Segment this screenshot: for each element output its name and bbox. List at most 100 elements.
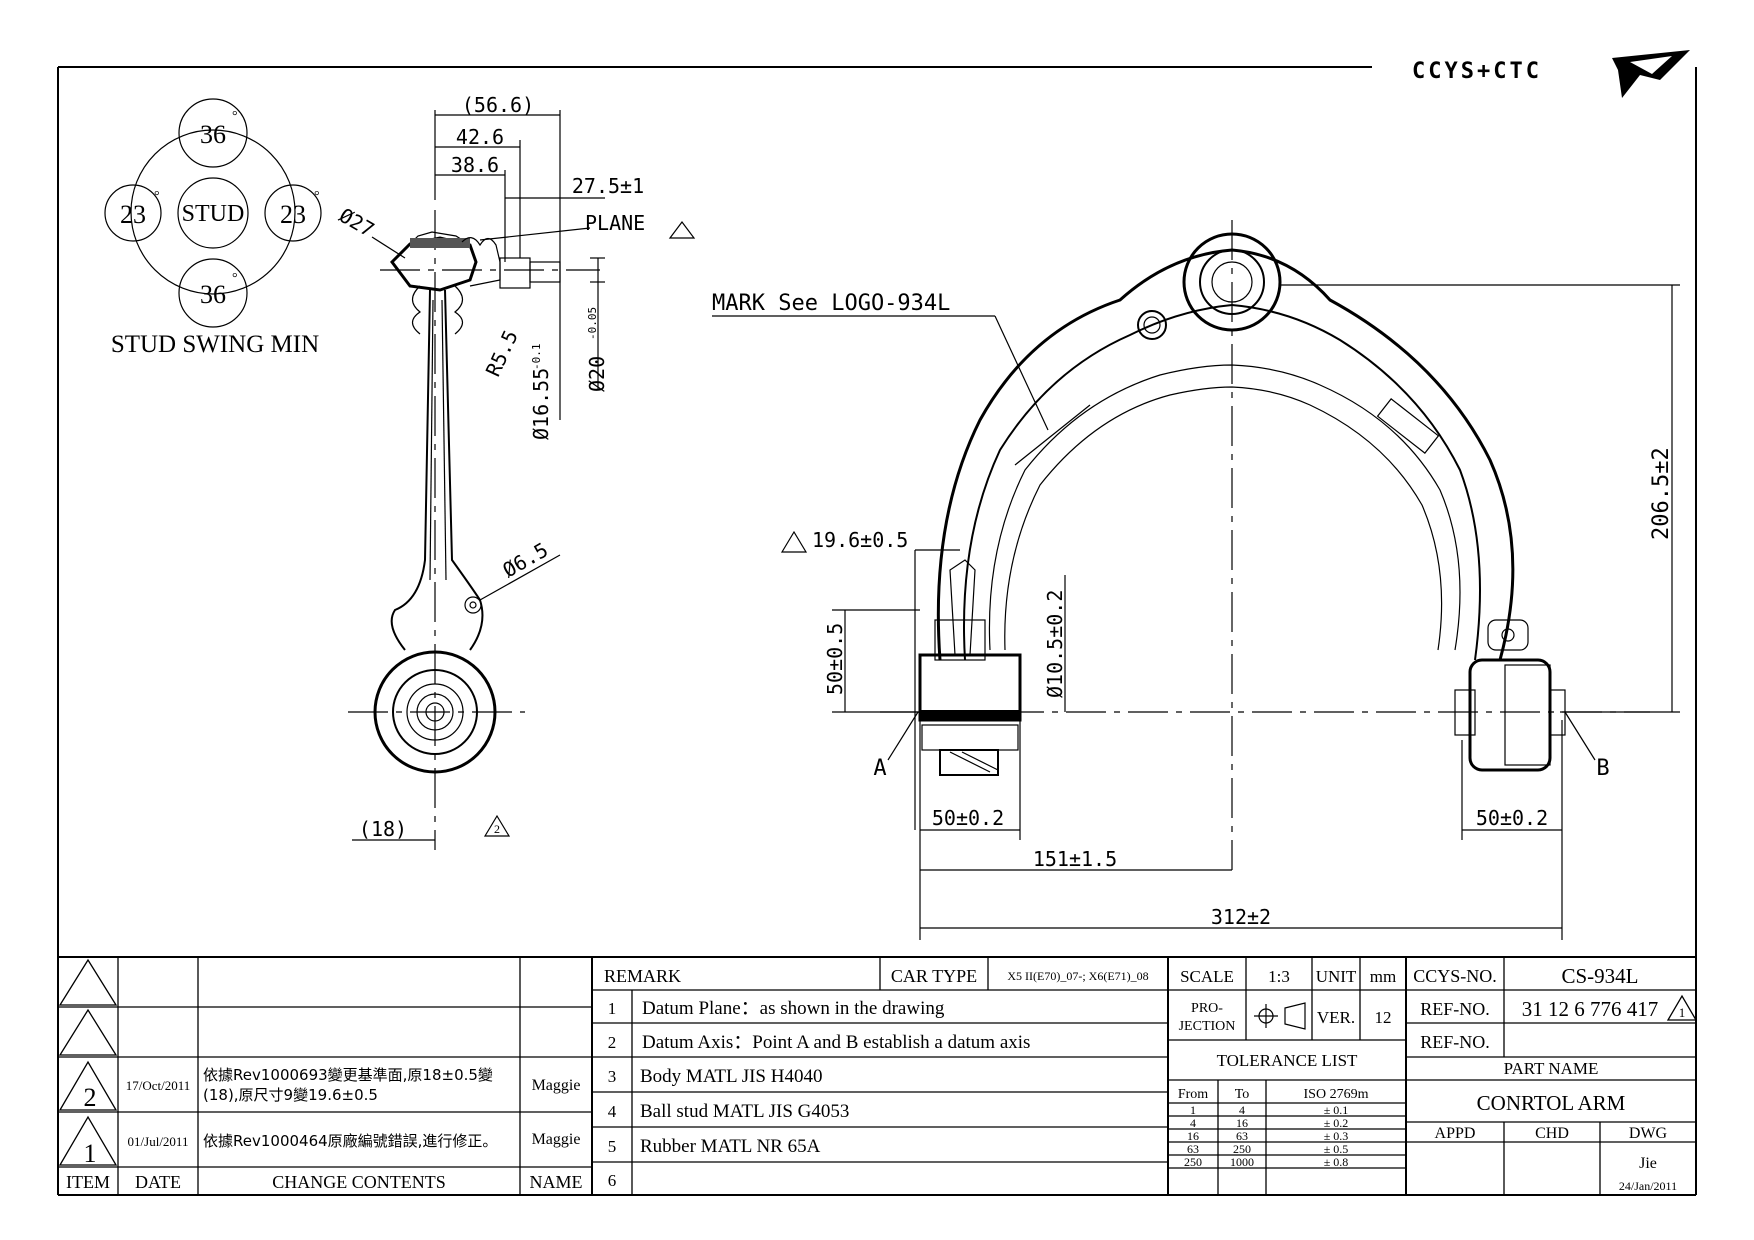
ccys-label: CCYS-NO. (1413, 966, 1497, 986)
projection-label-l1: PRO- (1191, 1001, 1223, 1016)
tol-value: ± 0.5 (1324, 1142, 1349, 1156)
unit-label: UNIT (1316, 967, 1357, 986)
ref2-label: REF-NO. (1420, 1032, 1490, 1052)
dia-27: Ø27 (335, 203, 378, 242)
rev-date-2: 17/Oct/2011 (126, 1078, 191, 1093)
tol-to: 16 (1236, 1116, 1248, 1130)
mark-note: MARK See LOGO-934L (712, 291, 950, 316)
rev1-triangle-icon (1666, 994, 1698, 1021)
deg-mark: ° (232, 109, 238, 124)
projection-label-l2: JECTION (1179, 1019, 1236, 1034)
swing-right-value: 23 (280, 200, 306, 229)
swing-top-value: 36 (200, 120, 226, 149)
projection-symbol-icon (1254, 1002, 1306, 1030)
point-a: A (873, 756, 886, 781)
side-view: (56.6) 42.6 38.6 27.5±1 PLANE Ø27 Ø20 -0… (335, 93, 696, 850)
tol-to: 4 (1239, 1103, 1245, 1117)
dwg-name: Jie (1639, 1155, 1657, 1172)
dia-16-55: Ø16.55 (529, 368, 553, 440)
stud-swing-title: STUD SWING MIN (111, 331, 319, 358)
deg-mark: ° (232, 271, 238, 286)
scale-value: 1:3 (1268, 967, 1290, 986)
tol-value: ± 0.3 (1324, 1129, 1349, 1143)
chd-label: CHD (1535, 1125, 1569, 1142)
rev2-triangle-icon (780, 530, 808, 553)
ccys-no: CS-934L (1561, 964, 1638, 988)
dwg-date: 24/Jan/2011 (1619, 1179, 1677, 1193)
point-b: B (1596, 756, 1609, 781)
deg-mark: ° (154, 189, 160, 204)
tol-from: 16 (1187, 1129, 1199, 1143)
tol-header-to: To (1235, 1087, 1250, 1102)
rev-date-1: 01/Jul/2011 (128, 1134, 189, 1149)
remark-text-2: Datum Axis：Point A and B establish a dat… (642, 1032, 1030, 1053)
rev-name-2: Maggie (532, 1077, 581, 1094)
dia-16-55-tol: -0.1 (530, 344, 543, 371)
dim-151: 151±1.5 (1033, 847, 1117, 871)
rev-header-date: DATE (135, 1172, 181, 1192)
rev-header-contents: CHANGE CONTENTS (272, 1172, 446, 1192)
title-block: 2 1 17/Oct/2011 01/Jul/2011 依據Rev1000693… (58, 956, 1698, 1195)
rev-contents-2-line1: 依據Rev1000693變更基準面,原18±0.5變 (203, 1066, 493, 1084)
logo-text: CCYS+CTC (1412, 59, 1542, 84)
car-type-value: X5 II(E70)_07-; X6(E71)_08 (1007, 969, 1148, 983)
rev2-triangle-icon (668, 221, 696, 239)
r-5-5: R5.5 (481, 326, 523, 380)
scale-label: SCALE (1180, 967, 1234, 986)
tol-to: 63 (1236, 1129, 1248, 1143)
tol-header-iso: ISO 2769m (1304, 1087, 1369, 1102)
remark-text-4: Ball stud MATL JIS G4053 (640, 1101, 849, 1122)
front-view: MARK See LOGO-934L 19.6±0.5 206.5±2 50±0… (712, 220, 1680, 940)
part-name-label: PART NAME (1504, 1059, 1599, 1078)
deg-mark: ° (314, 189, 320, 204)
remark-header: REMARK (604, 966, 681, 986)
tol-from: 1 (1190, 1103, 1196, 1117)
tol-to: 1000 (1230, 1155, 1254, 1169)
remark-text-5: Rubber MATL NR 65A (640, 1136, 821, 1157)
tolerance-rows: 1 4 ± 0.1 4 16 ± 0.2 16 63 ± 0.3 63 250 … (1184, 1103, 1348, 1169)
rev-header-item: ITEM (66, 1172, 110, 1192)
stud-swing-diagram: STUD 36 36 23 23 ° ° ° ° STUD SWING MIN (104, 98, 322, 358)
ver-value: 12 (1375, 1008, 1392, 1027)
logo-wing-icon (1612, 50, 1690, 98)
dim-42-6: 42.6 (456, 125, 504, 149)
remark-no-6: 6 (608, 1171, 617, 1190)
swing-bottom-value: 36 (200, 280, 226, 309)
rev-name-1: Maggie (532, 1131, 581, 1148)
tol-from: 63 (1187, 1142, 1199, 1156)
dia-20: Ø20 (585, 356, 609, 392)
rev-item-2: 2 (84, 1083, 97, 1112)
dim-50-0-5: 50±0.5 (823, 623, 847, 695)
tol-from: 4 (1190, 1116, 1196, 1130)
part-name: CONRTOL ARM (1477, 1091, 1626, 1115)
dim-56-6: (56.6) (462, 93, 534, 117)
tol-value: ± 0.8 (1324, 1155, 1349, 1169)
rev-header-name: NAME (530, 1172, 583, 1192)
tol-from: 250 (1184, 1155, 1202, 1169)
ref-no: 31 12 6 776 417 (1522, 997, 1659, 1021)
dia-20-tol: -0.05 (586, 307, 599, 340)
company-logo: CCYS+CTC (1412, 50, 1690, 98)
ref-label: REF-NO. (1420, 999, 1490, 1019)
ver-label: VER. (1317, 1008, 1355, 1027)
dim-312: 312±2 (1211, 905, 1271, 929)
remark-text-3: Body MATL JIS H4040 (640, 1066, 822, 1087)
swing-left-value: 23 (120, 200, 146, 229)
remark-no-4: 4 (608, 1102, 617, 1121)
remark-no-2: 2 (608, 1033, 617, 1052)
stud-label: STUD (182, 201, 245, 227)
rev2-mark: 2 (494, 822, 500, 836)
dim-50-0-2-left: 50±0.2 (932, 806, 1004, 830)
ref-rev-mark: 1 (1679, 1005, 1686, 1020)
dim-50-0-2-right: 50±0.2 (1476, 806, 1548, 830)
sheet-border (57, 66, 1697, 1196)
dia-6-5: Ø6.5 (499, 537, 553, 582)
plane-label: PLANE (585, 211, 645, 235)
tolerance-title: TOLERANCE LIST (1217, 1051, 1358, 1070)
dim-27-5: 27.5±1 (572, 174, 644, 198)
unit-value: mm (1370, 967, 1396, 986)
tol-value: ± 0.2 (1324, 1116, 1349, 1130)
remark-no-1: 1 (608, 999, 617, 1018)
car-type-label: CAR TYPE (891, 966, 977, 986)
